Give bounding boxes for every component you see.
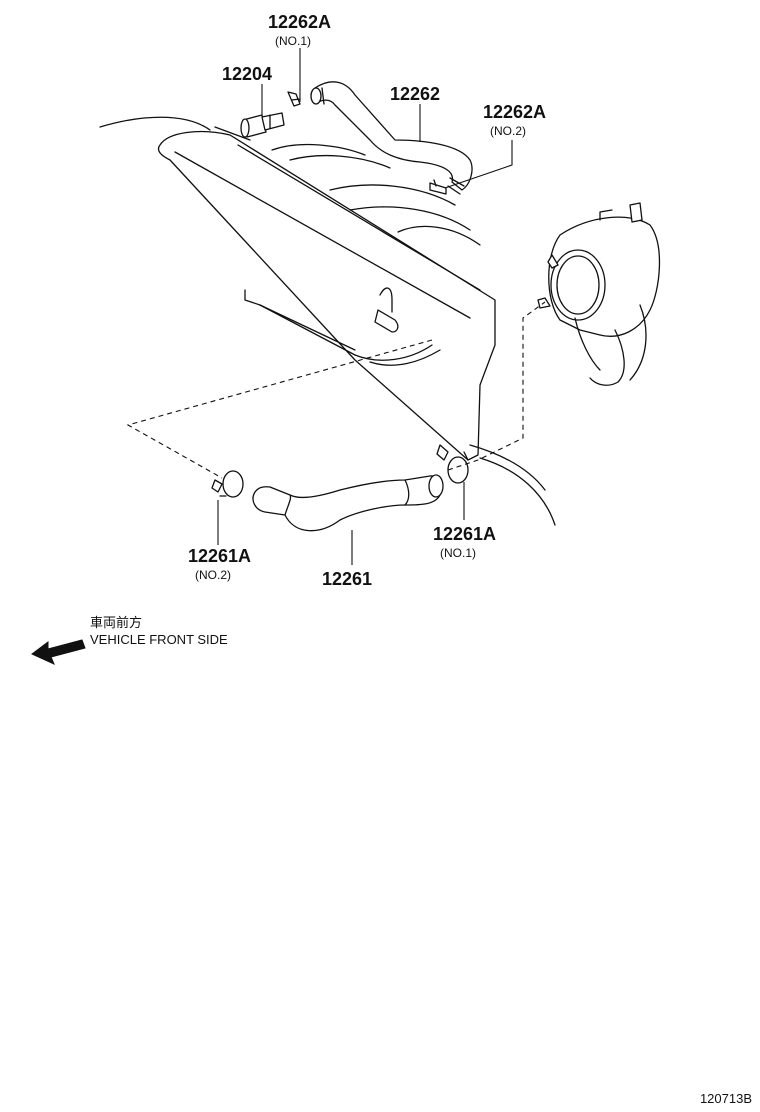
callout-12262a-no1-sub: (NO.1) bbox=[275, 34, 311, 48]
callout-12262a-no1: 12262A bbox=[268, 12, 331, 32]
connection-lines bbox=[126, 301, 546, 479]
callout-12204: 12204 bbox=[222, 64, 272, 84]
callout-12261a-no1: 12261A bbox=[433, 524, 496, 544]
clamp-12262a-no1 bbox=[287, 91, 301, 107]
leader-lines bbox=[217, 48, 513, 565]
clamp-12262a-no2 bbox=[429, 179, 447, 195]
callout-12262: 12262 bbox=[390, 84, 440, 104]
drawing-number: 120713B bbox=[699, 1091, 752, 1106]
ventilation-hose-12262 bbox=[310, 81, 473, 195]
water-hose-12261 bbox=[252, 474, 444, 532]
clamp-12261a-no2 bbox=[211, 470, 244, 498]
engine-outline bbox=[99, 116, 556, 526]
pcv-valve-12204 bbox=[240, 112, 285, 138]
callout-12261a-no2-sub: (NO.2) bbox=[195, 568, 231, 582]
arrow-left-icon bbox=[31, 639, 86, 665]
throttle-body bbox=[537, 202, 661, 386]
callout-12261a-no2: 12261A bbox=[188, 546, 251, 566]
callout-12261: 12261 bbox=[322, 569, 372, 589]
vehicle-front-label: VEHICLE FRONT SIDE bbox=[90, 632, 228, 647]
vehicle-front-label-japanese: 車両前方 bbox=[90, 615, 143, 630]
callout-12261a-no1-sub: (NO.1) bbox=[440, 546, 476, 560]
callout-12262a-no2: 12262A bbox=[483, 102, 546, 122]
callout-12262a-no2-sub: (NO.2) bbox=[490, 124, 526, 138]
